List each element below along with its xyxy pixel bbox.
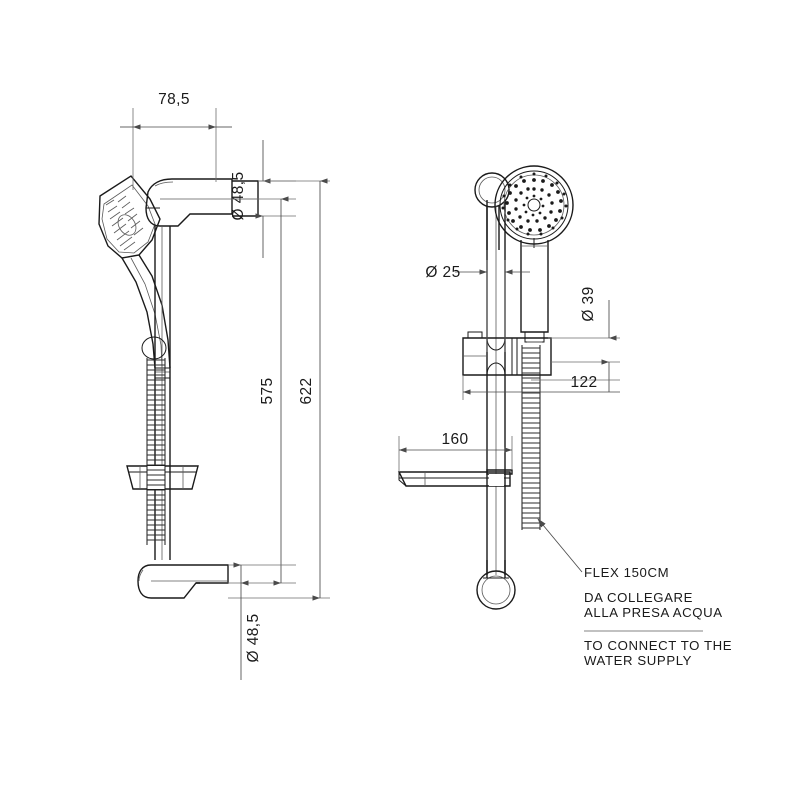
left-view-side-elevation: 78,5 Ø 48,5 575 622 Ø <box>98 91 330 680</box>
italian-note-line-2: ALLA PRESA ACQUA <box>584 605 723 620</box>
flex-hose-side <box>141 336 167 545</box>
dim-label-dia-48-5-top: Ø 48,5 <box>230 172 247 221</box>
dim-label-122: 122 <box>570 374 597 391</box>
dim-label-dia-39: Ø 39 <box>580 286 597 321</box>
dim-label-dia-48-5-bottom: Ø 48,5 <box>245 614 262 663</box>
handshower-body-front <box>520 240 549 343</box>
dim-label-160: 160 <box>441 431 468 448</box>
dim-label-575: 575 <box>259 377 276 404</box>
flex-label: FLEX 150CM <box>584 565 669 580</box>
right-view-front-elevation: Ø 25 Ø 39 122 160 <box>397 165 620 610</box>
dim-78-5: 78,5 <box>120 91 232 190</box>
dim-160: 160 <box>398 431 513 472</box>
shower-head-front <box>494 165 574 248</box>
dim-575: 575 <box>200 196 296 586</box>
dim-label-78-5: 78,5 <box>158 91 190 108</box>
nozzle-dots <box>501 172 568 236</box>
soap-dish-side <box>397 469 513 487</box>
dim-label-dia-25: Ø 25 <box>425 264 460 281</box>
dim-122: 122 <box>462 374 620 400</box>
dim-622: 622 <box>228 178 330 601</box>
annotation-block: FLEX 150CM DA COLLEGARE ALLA PRESA ACQUA… <box>584 565 732 668</box>
rail-side <box>154 226 171 560</box>
english-note-line-1: TO CONNECT TO THE <box>584 638 732 653</box>
flex-leader-line <box>537 518 583 573</box>
italian-note-line-1: DA COLLEGARE <box>584 590 693 605</box>
dim-label-622: 622 <box>298 377 315 404</box>
dim-dia-39: Ø 39 <box>548 286 620 392</box>
handshower-side <box>98 175 171 379</box>
soap-dish-front <box>126 465 199 490</box>
english-note-line-2: WATER SUPPLY <box>584 653 692 668</box>
bottom-bracket-ring-front <box>476 560 516 610</box>
dim-dia-48-5-bottom: Ø 48,5 <box>228 562 296 680</box>
sliding-holder-front <box>462 331 552 376</box>
flex-hose-front <box>521 345 541 530</box>
dim-dia-25: Ø 25 <box>425 260 530 352</box>
